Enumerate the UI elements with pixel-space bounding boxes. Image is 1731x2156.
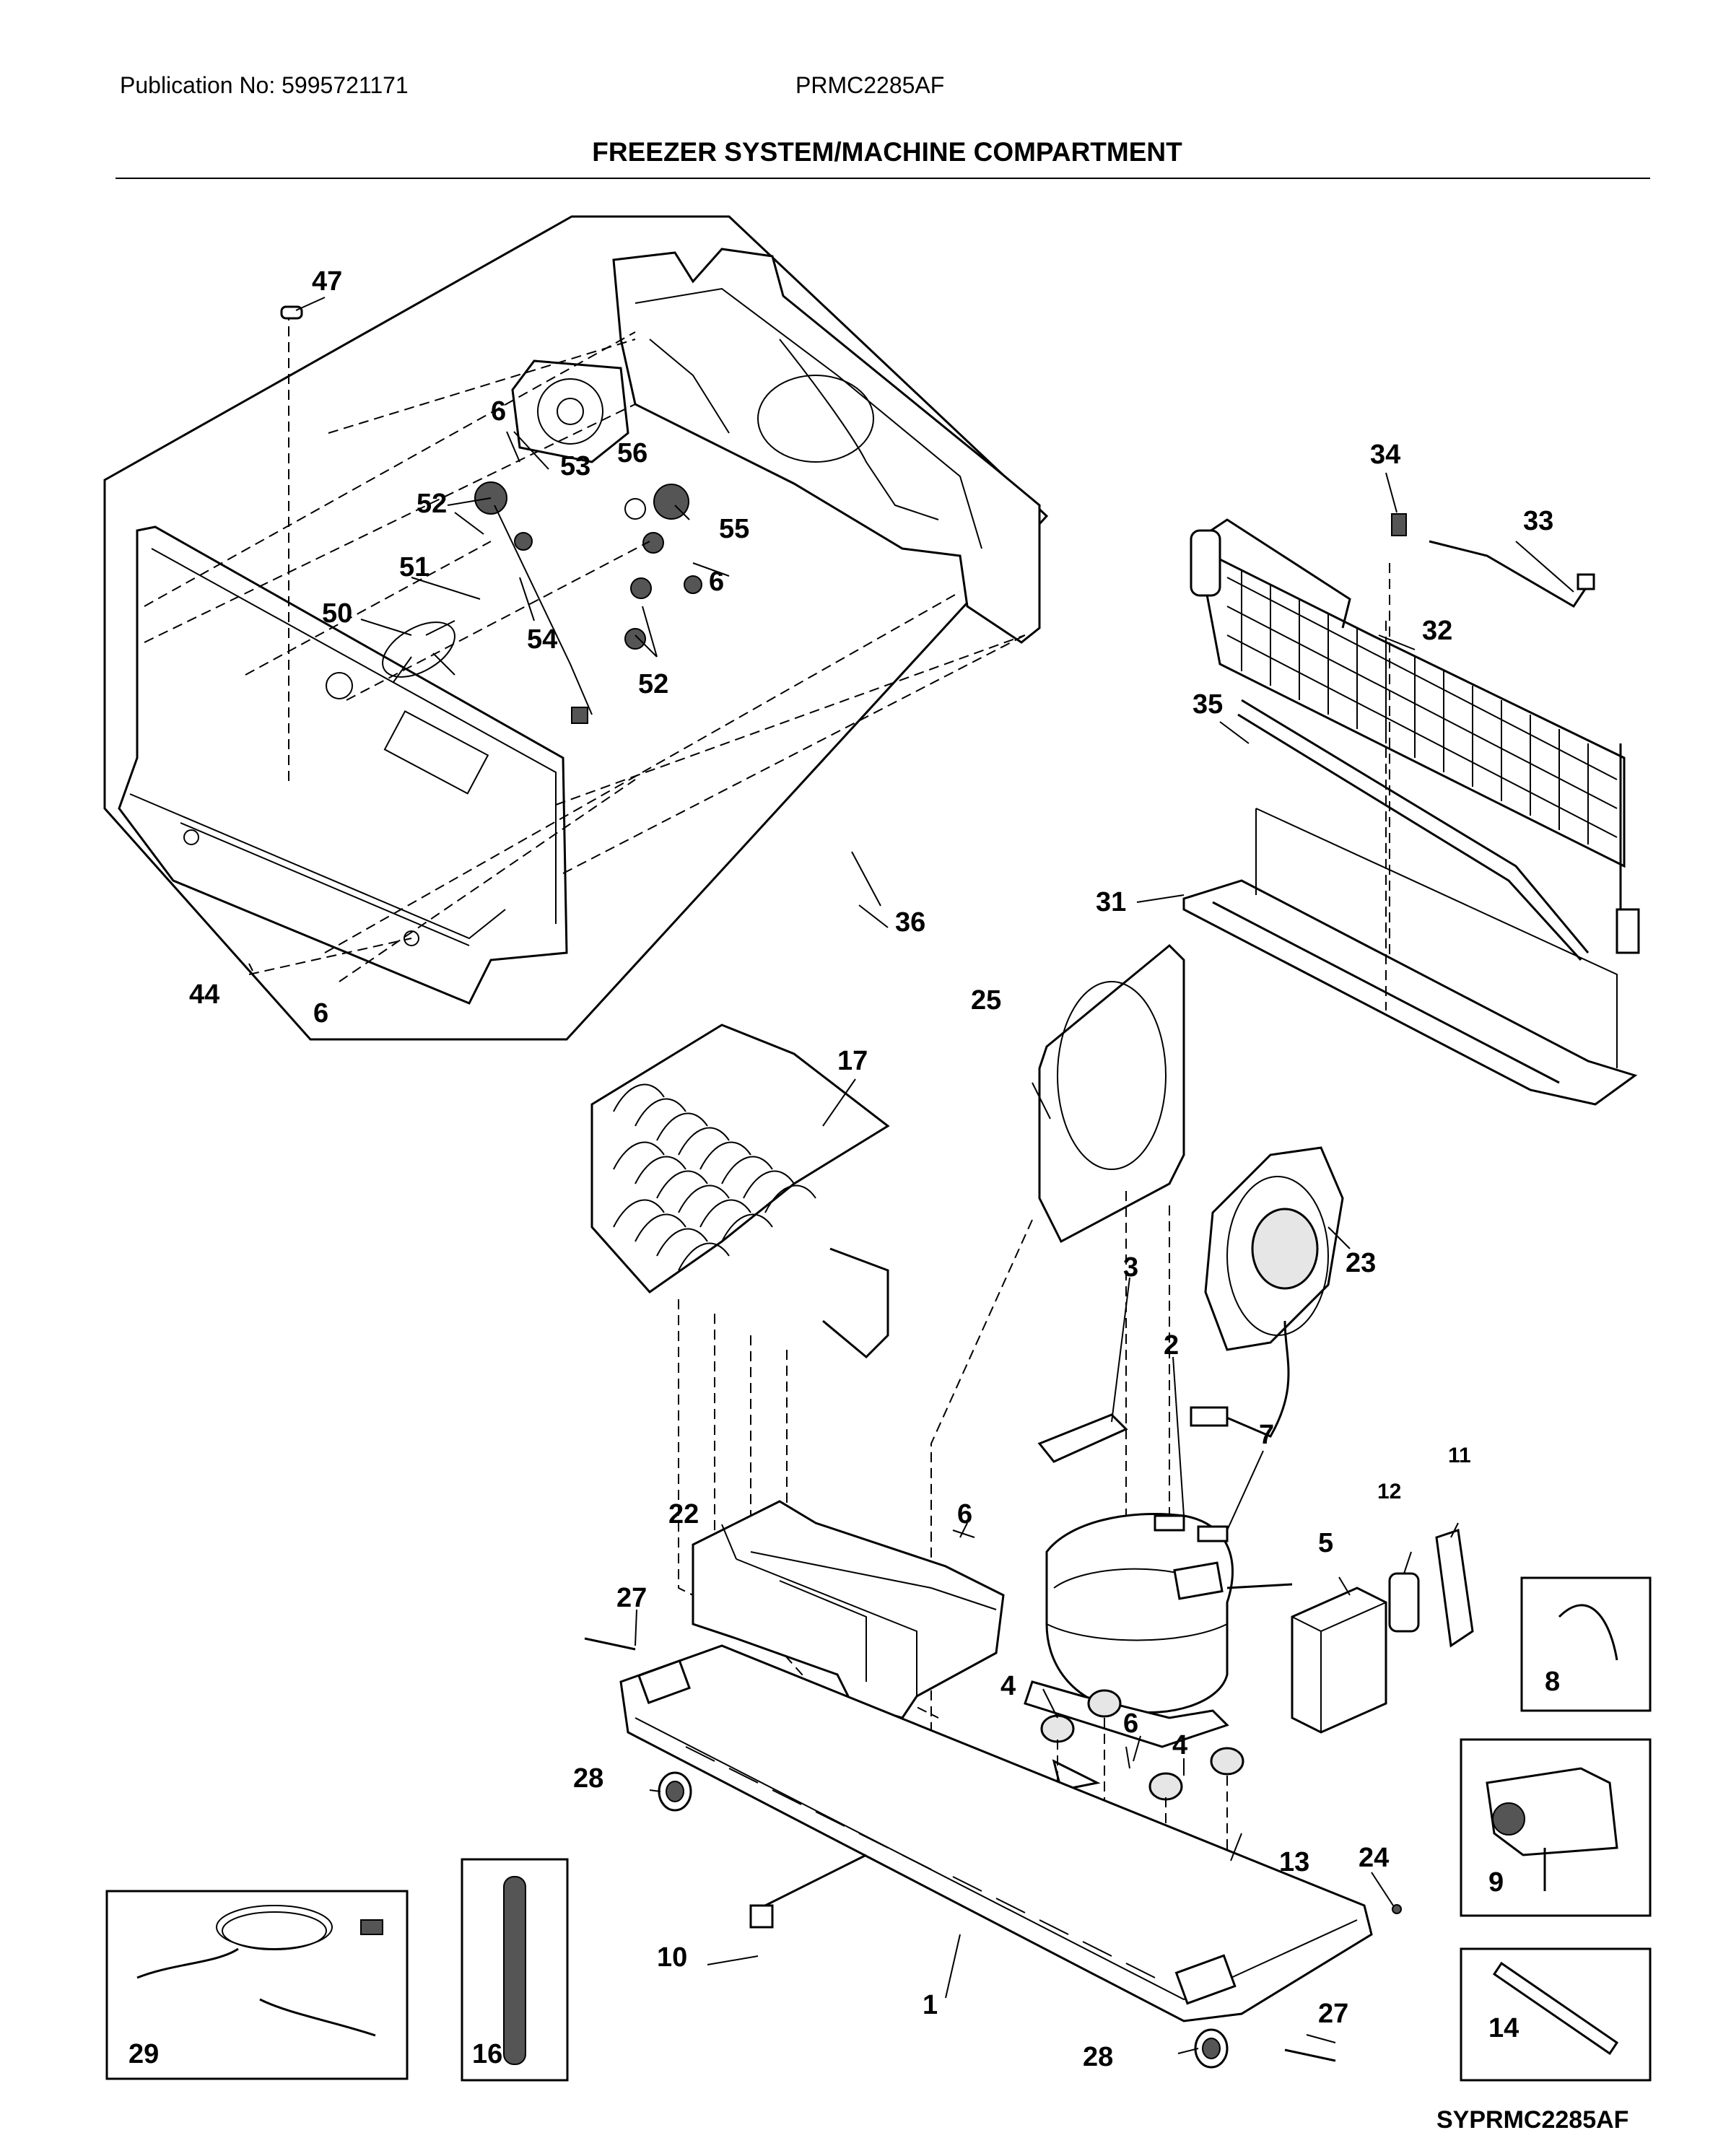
part-box-9 [1460, 1738, 1652, 1917]
callout-6-d: 6 [957, 1499, 972, 1529]
callout-12: 12 [1377, 1480, 1401, 1503]
callout-labels: 47 6 53 56 52 55 51 6 50 54 52 36 44 6 3… [128, 266, 1560, 2072]
callout-34: 34 [1370, 440, 1400, 470]
leader-lines [248, 297, 1574, 2054]
model-number: PRMC2285AF [795, 72, 945, 98]
diagram-code: SYPRMC2285AF [1436, 2106, 1629, 2134]
machine-compartment-base [619, 1644, 1402, 2069]
callout-55: 55 [719, 514, 749, 544]
callout-14: 14 [1488, 2013, 1519, 2043]
callout-27-a: 27 [616, 1583, 647, 1613]
condenser-fan-assembly [930, 943, 1344, 1732]
callout-25: 25 [971, 985, 1001, 1016]
callout-27-b: 27 [1318, 1999, 1348, 2029]
part-box-16 [461, 1858, 569, 2082]
evaporator-cover-assembly [103, 215, 1049, 1041]
callout-24: 24 [1359, 1843, 1389, 1873]
callout-7: 7 [1259, 1420, 1274, 1450]
callout-16: 16 [472, 2039, 502, 2069]
callout-3: 3 [1123, 1252, 1138, 1283]
header-divider [115, 178, 1650, 179]
callout-35: 35 [1192, 689, 1223, 720]
defrost-drain-pan [584, 1500, 1336, 2062]
callout-36: 36 [895, 907, 925, 938]
part-box-8 [1520, 1576, 1652, 1712]
callout-6-e: 6 [1123, 1708, 1138, 1739]
callout-28-b: 28 [1083, 2042, 1113, 2072]
evaporator-assembly [1182, 513, 1640, 1106]
callout-56: 56 [617, 438, 648, 468]
callout-31: 31 [1096, 887, 1126, 917]
callout-2: 2 [1164, 1330, 1179, 1361]
callout-22: 22 [668, 1499, 699, 1529]
callout-1: 1 [923, 1990, 938, 2020]
callout-6-a: 6 [491, 396, 506, 427]
callout-10: 10 [657, 1942, 687, 1973]
compressor-assembly [952, 1413, 1474, 1949]
callout-50: 50 [322, 598, 352, 629]
publication-number: Publication No: 5995721171 [120, 72, 409, 98]
callout-8: 8 [1545, 1667, 1560, 1697]
callout-13: 13 [1279, 1847, 1309, 1877]
callout-53: 53 [560, 451, 590, 481]
callout-4-a: 4 [1000, 1671, 1016, 1701]
part-box-29 [105, 1890, 409, 2080]
callout-6-c: 6 [313, 998, 328, 1029]
callout-47: 47 [312, 266, 342, 297]
callout-44: 44 [189, 979, 219, 1010]
callout-9: 9 [1488, 1867, 1504, 1898]
callout-28-a: 28 [573, 1763, 603, 1794]
page-title: FREEZER SYSTEM/MACHINE COMPARTMENT [592, 137, 1182, 167]
callout-23: 23 [1346, 1248, 1376, 1278]
part-box-14 [1460, 1947, 1652, 2082]
callout-29: 29 [128, 2039, 159, 2069]
callout-32: 32 [1422, 616, 1452, 646]
callout-4-b: 4 [1172, 1730, 1187, 1760]
callout-17: 17 [837, 1046, 868, 1076]
callout-54: 54 [527, 624, 557, 655]
callout-52-a: 52 [417, 489, 447, 519]
callout-11: 11 [1448, 1444, 1471, 1467]
callout-33: 33 [1523, 506, 1553, 536]
callout-5: 5 [1318, 1528, 1333, 1558]
callout-51: 51 [399, 552, 430, 582]
callout-52-b: 52 [638, 669, 668, 699]
callout-6-b: 6 [709, 567, 724, 597]
